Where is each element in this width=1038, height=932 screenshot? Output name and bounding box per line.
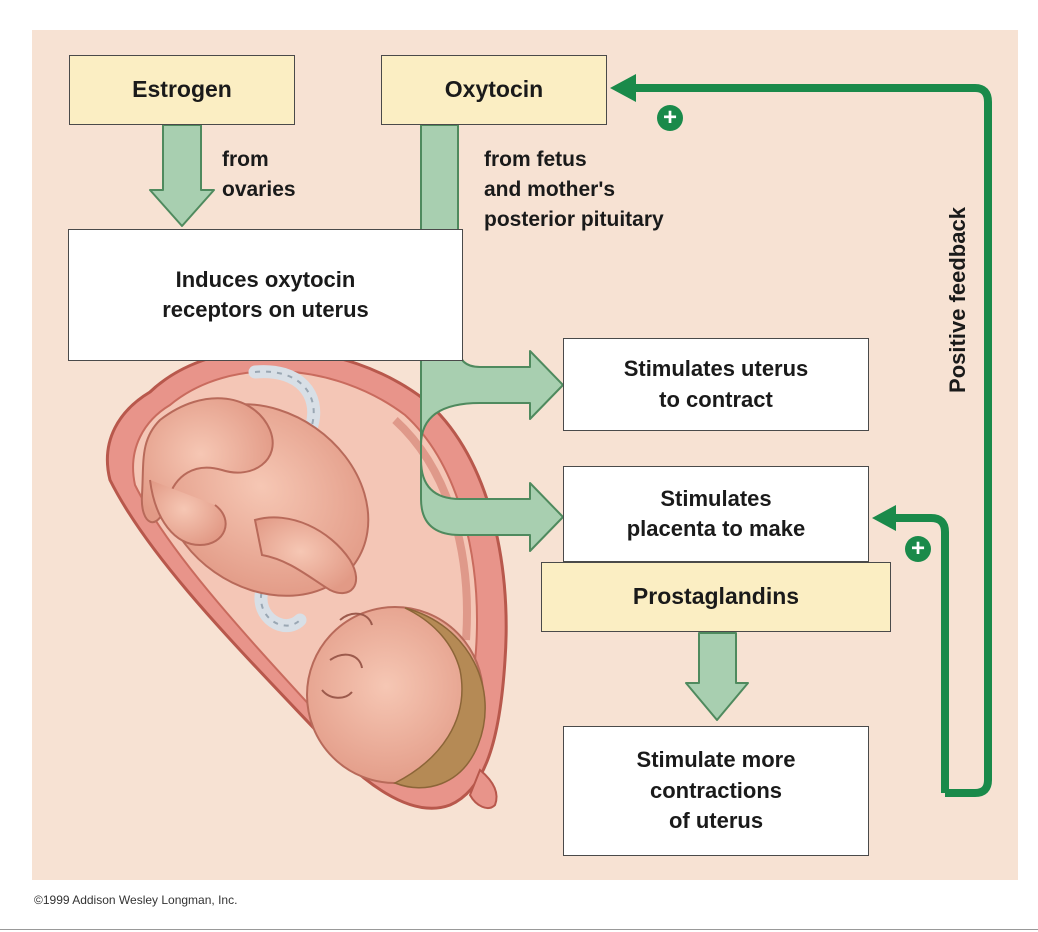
from-ovaries-label: from ovaries — [222, 145, 296, 205]
fetus-illustration — [107, 349, 506, 808]
feedback-arrowhead-oxytocin — [610, 74, 636, 102]
stimulates-placenta-box: Stimulates placenta to make — [563, 466, 869, 562]
positive-feedback-label: Positive feedback — [945, 207, 971, 393]
prostaglandins-down-arrow — [686, 633, 748, 720]
feedback-arrowhead-placenta — [872, 505, 896, 531]
prostaglandins-box: Prostaglandins — [541, 562, 891, 632]
plus-icon: + — [905, 536, 931, 562]
plus-icon: + — [657, 105, 683, 131]
stimulate-more-box: Stimulate more contractions of uterus — [563, 726, 869, 856]
induces-receptors-box: Induces oxytocin receptors on uterus — [68, 229, 463, 361]
copyright-text: ©1999 Addison Wesley Longman, Inc. — [34, 893, 237, 907]
oxytocin-box: Oxytocin — [381, 55, 607, 125]
estrogen-down-arrow — [150, 125, 214, 226]
feedback-line-outer — [632, 88, 988, 793]
estrogen-box: Estrogen — [69, 55, 295, 125]
bottom-rule — [0, 929, 1038, 930]
stimulates-uterus-box: Stimulates uterus to contract — [563, 338, 869, 431]
from-fetus-label: from fetus and mother's posterior pituit… — [484, 145, 664, 235]
